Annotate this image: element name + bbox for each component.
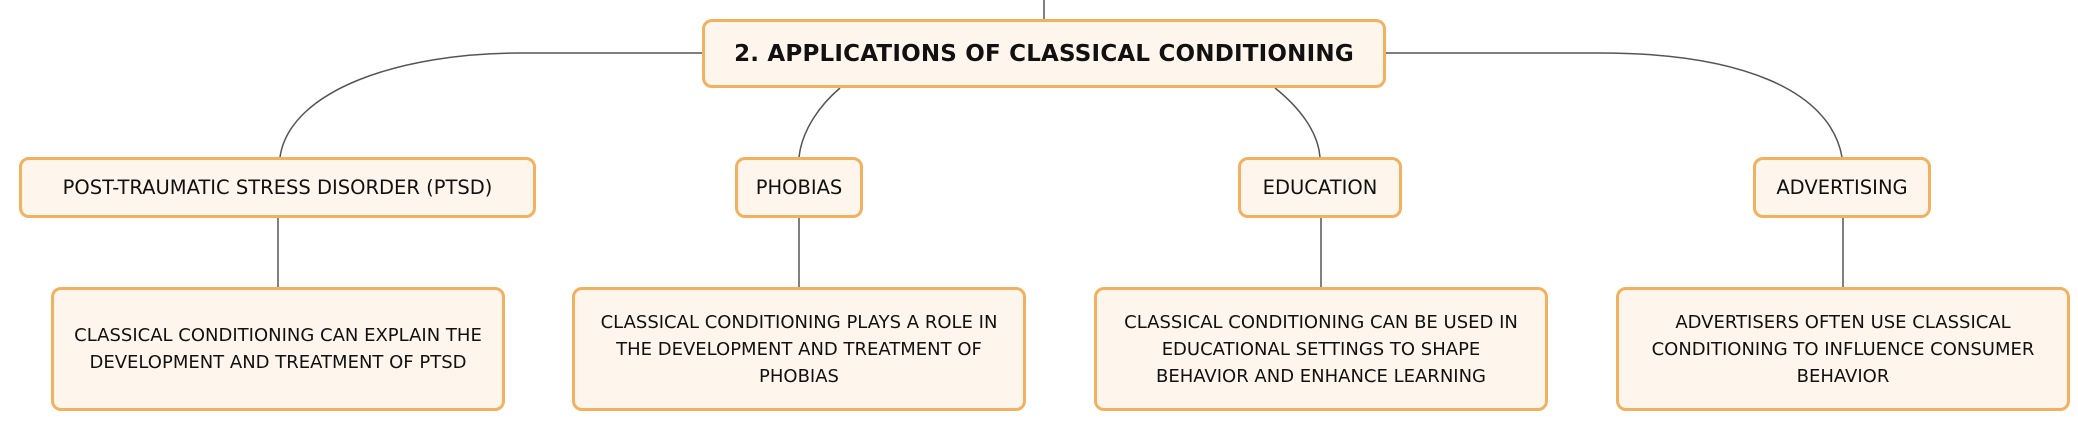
- branch-node-label: POST-TRAUMATIC STRESS DISORDER (PTSD): [62, 176, 493, 199]
- branch-node-education: EDUCATION: [1238, 157, 1402, 218]
- root-node: 2. APPLICATIONS OF CLASSICAL CONDITIONIN…: [702, 19, 1386, 88]
- branch-node-label: EDUCATION: [1262, 176, 1378, 199]
- branch-node-label: ADVERTISING: [1776, 176, 1908, 199]
- leaf-node-ptsd: CLASSICAL CONDITIONING CAN EXPLAIN THE D…: [51, 287, 505, 411]
- branch-node-label: PHOBIAS: [755, 176, 843, 199]
- branch-node-ptsd: POST-TRAUMATIC STRESS DISORDER (PTSD): [19, 157, 536, 218]
- leaf-node-text: CLASSICAL CONDITIONING CAN BE USED IN ED…: [1124, 311, 1518, 387]
- connector-root-phobias: [798, 87, 841, 158]
- leaf-node-text: ADVERTISERS OFTEN USE CLASSICAL CONDITIO…: [1651, 311, 2035, 387]
- leaf-node-text: CLASSICAL CONDITIONING PLAYS A ROLE IN T…: [600, 311, 998, 387]
- root-node-label: 2. APPLICATIONS OF CLASSICAL CONDITIONIN…: [734, 40, 1354, 67]
- branch-node-phobias: PHOBIAS: [735, 157, 863, 218]
- branch-node-advertising: ADVERTISING: [1753, 157, 1931, 218]
- leaf-node-phobias: CLASSICAL CONDITIONING PLAYS A ROLE IN T…: [572, 287, 1026, 411]
- connector-root-ptsd: [279, 52, 702, 158]
- leaf-node-text: CLASSICAL CONDITIONING CAN EXPLAIN THE D…: [74, 325, 482, 373]
- connector-root-advertising: [1386, 52, 1843, 158]
- connector-root-education: [1274, 87, 1321, 158]
- leaf-node-advertising: ADVERTISERS OFTEN USE CLASSICAL CONDITIO…: [1616, 287, 2070, 411]
- leaf-node-education: CLASSICAL CONDITIONING CAN BE USED IN ED…: [1094, 287, 1548, 411]
